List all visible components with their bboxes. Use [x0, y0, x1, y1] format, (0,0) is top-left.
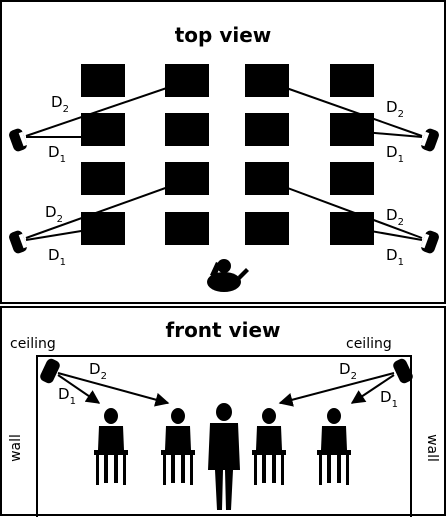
d1-label: D1: [48, 246, 66, 268]
seated-person-icon: [317, 408, 351, 485]
desk-icon: [165, 162, 209, 195]
desk-icon: [245, 113, 289, 146]
desk-icon: [165, 212, 209, 245]
seated-person-icon: [94, 408, 128, 485]
desk-icon: [81, 64, 125, 97]
d1-label: D1: [58, 385, 76, 407]
desk-icon: [81, 162, 125, 195]
front-view-panel: front view ceiling ceiling wall wall D2 …: [0, 306, 446, 517]
desk-icon: [245, 212, 289, 245]
arrow-icon: [256, 75, 423, 137]
distance-labels-front: D2 D1 D2 D1: [58, 360, 398, 410]
arrow-icon: [338, 124, 423, 139]
arrow-icon: [340, 221, 423, 241]
ceiling-label-right: ceiling: [346, 336, 392, 352]
seated-person-icon: [252, 408, 286, 485]
person-icon: [207, 259, 249, 292]
arrow-icon: [57, 372, 170, 407]
distance-labels-top: D2 D1 D2 D1 D2 D1 D2 D1: [45, 93, 404, 268]
desk-icon: [330, 162, 374, 195]
room-outline: [36, 355, 412, 517]
arrow-icon: [57, 374, 101, 404]
wall-label-left: wall: [8, 434, 24, 462]
d1-label: D1: [48, 143, 66, 165]
arrow-icon: [256, 174, 423, 239]
top-view-panel: top view: [0, 0, 446, 304]
arrow-icon: [25, 221, 114, 241]
top-view-title: top view: [175, 23, 272, 47]
arrow-icon: [278, 372, 395, 407]
desk-icon: [330, 64, 374, 97]
wall-label-right: wall: [424, 434, 440, 462]
front-view-frame: [0, 306, 446, 516]
desk-icon: [81, 113, 125, 146]
desk-grid: [81, 64, 374, 245]
front-view-title: front view: [166, 318, 281, 342]
seated-person-icon: [161, 408, 195, 485]
arrow-icon: [350, 374, 395, 404]
speaker-icon: [393, 358, 413, 384]
d2-label: D2: [339, 360, 357, 382]
d1-label: D1: [386, 246, 404, 268]
teacher-icon: [208, 403, 240, 510]
d1-label: D1: [386, 143, 404, 165]
arrow-icon: [25, 174, 198, 239]
d2-label: D2: [51, 93, 69, 115]
speaker-icon: [9, 230, 28, 254]
d2-label: D2: [386, 206, 404, 228]
top-view-frame: [0, 0, 446, 304]
d2-label: D2: [386, 98, 404, 120]
desk-icon: [165, 113, 209, 146]
d1-label: D1: [380, 388, 398, 410]
speaker-icon: [420, 128, 439, 152]
speaker-icon: [9, 128, 28, 152]
d2-label: D2: [45, 203, 63, 225]
desk-icon: [245, 162, 289, 195]
speaker-icon: [40, 358, 60, 384]
arrow-icon: [25, 75, 198, 137]
speaker-icon: [420, 230, 439, 254]
d2-label: D2: [89, 360, 107, 382]
desk-icon: [330, 113, 374, 146]
ceiling-label-left: ceiling: [10, 336, 56, 352]
